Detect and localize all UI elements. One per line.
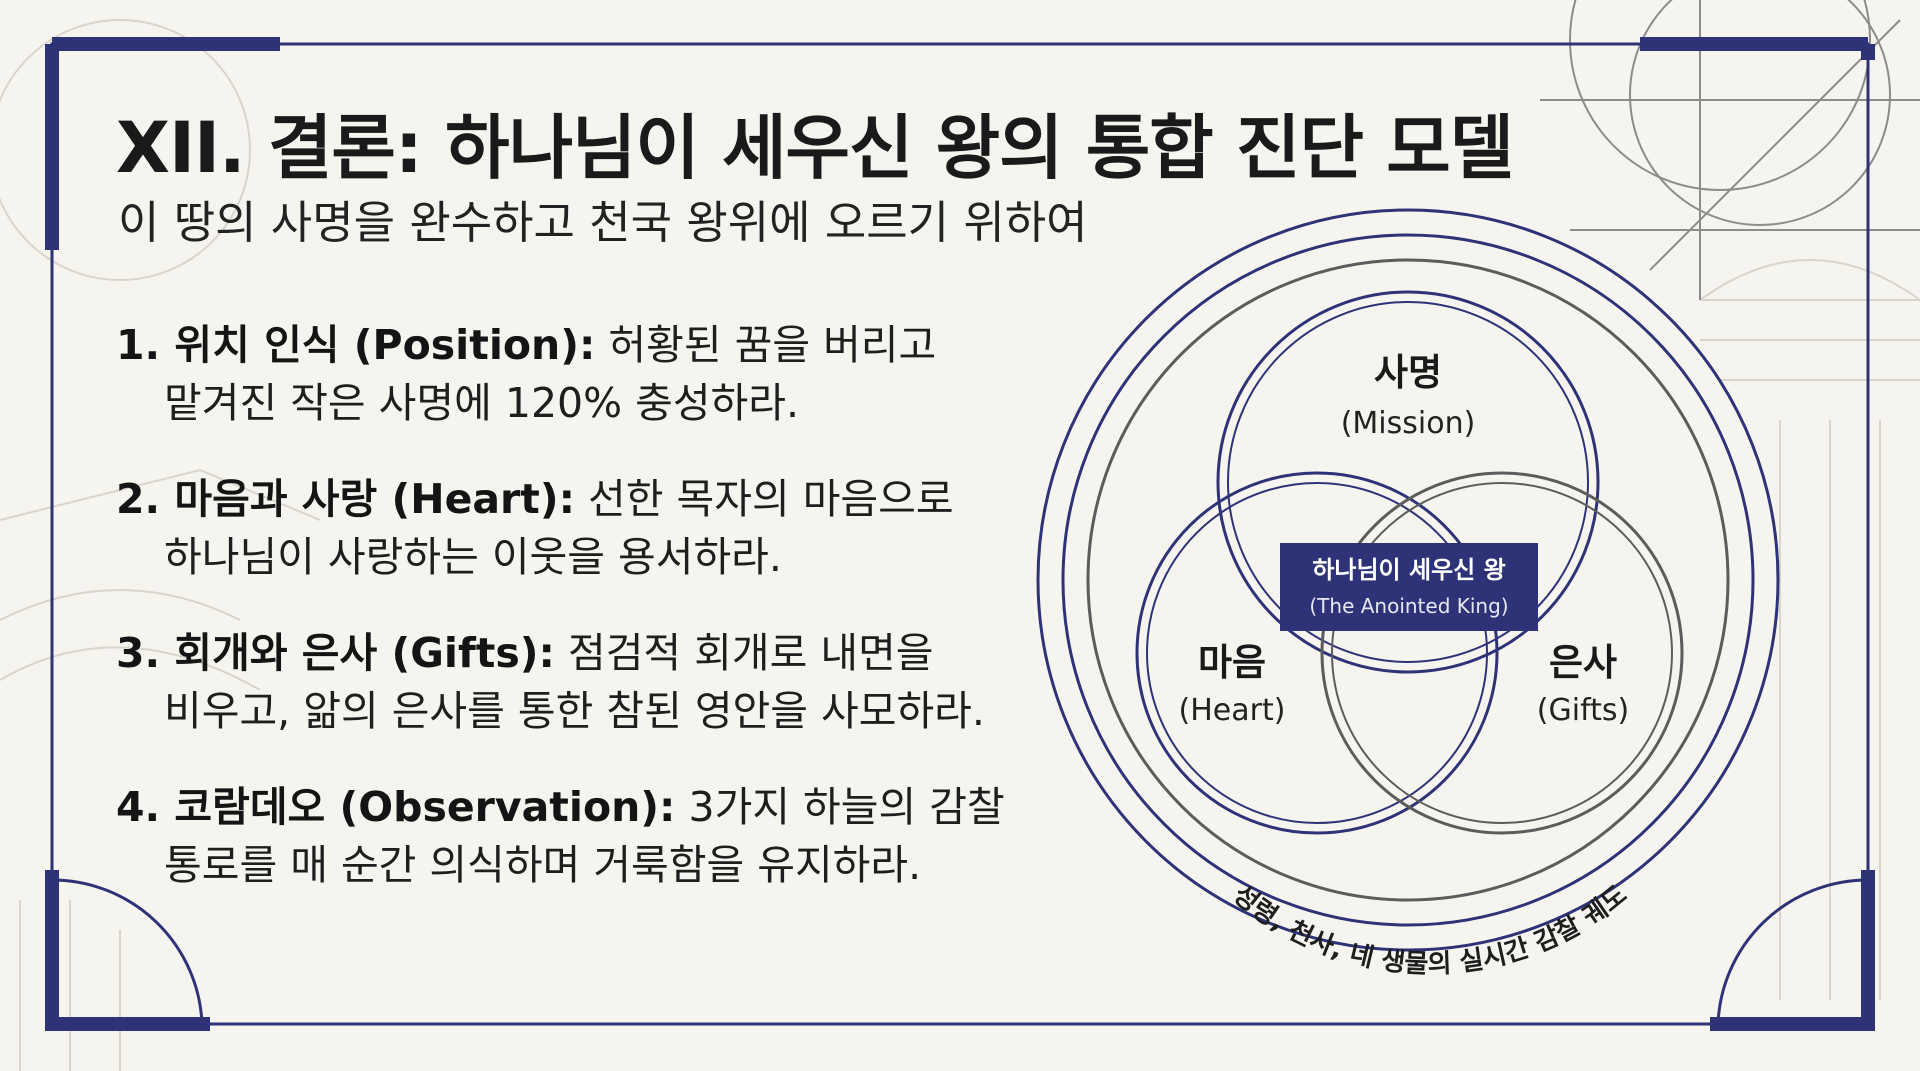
venn-diagram: 사명 (Mission) 마음 (Heart) 은사 (Gifts) 하나님이 … (1036, 208, 1780, 980)
mission-label: 사명 (1374, 351, 1442, 394)
list-item-heading: 3. 회개와 은사 (Gifts): (116, 629, 555, 677)
list-item-text-continued: 맡겨진 작은 사명에 120% 충성하라. (164, 379, 800, 427)
list-item-text: 선한 목자의 마음으로 (575, 475, 954, 523)
list-item-heart: 2. 마음과 사랑 (Heart): 선한 목자의 마음으로 하나님이 사랑하는… (116, 470, 1016, 586)
frame-border (50, 42, 1870, 1026)
list-item-position: 1. 위치 인식 (Position): 허황된 꿈을 버리고 맡겨진 작은 사… (116, 316, 1016, 432)
heart-label: 마음 (1198, 641, 1266, 684)
orbit-caption: 성령, 천사, 네 생물의 실시간 감찰 궤도 (1227, 880, 1633, 980)
page-title: XII. 결론: 하나님이 세우신 왕의 통합 진단 모델 (116, 107, 1514, 189)
list-item-gifts: 3. 회개와 은사 (Gifts): 점검적 회개로 내면을 비우고, 앎의 은… (116, 624, 1016, 740)
background-sketch (0, 19, 1920, 1071)
heart-sublabel: (Heart) (1179, 693, 1286, 728)
list-item-observation: 4. 코람데오 (Observation): 3가지 하늘의 감찰 통로를 매 … (116, 778, 1016, 894)
center-badge (1280, 543, 1538, 631)
list-item-text-continued: 비우고, 앎의 은사를 통한 참된 영안을 사모하라. (164, 687, 985, 735)
center-sublabel: (The Anointed King) (1309, 594, 1508, 618)
list-item-text-continued: 하나님이 사랑하는 이웃을 용서하라. (164, 533, 782, 581)
page-subtitle: 이 땅의 사명을 완수하고 천국 왕위에 오르기 위하여 (118, 196, 1088, 249)
gifts-label: 은사 (1549, 641, 1617, 684)
heart-circle (1135, 471, 1499, 835)
list-item-heading: 1. 위치 인식 (Position): (116, 321, 596, 369)
mission-circle-inner (1227, 301, 1589, 663)
inner-orbit-ring (1061, 233, 1755, 927)
gray-orbit-ring (1086, 258, 1730, 902)
gifts-circle (1320, 471, 1684, 835)
list-item-heading: 4. 코람데오 (Observation): (116, 783, 676, 831)
outer-orbit-ring (1036, 208, 1780, 952)
list-item-text: 허황된 꿈을 버리고 (595, 321, 937, 369)
mission-circle (1216, 290, 1600, 674)
list-item-heading: 2. 마음과 사랑 (Heart): (116, 475, 576, 523)
list-item-text: 점검적 회개로 내면을 (554, 629, 934, 677)
list-item-text: 3가지 하늘의 감찰 (675, 783, 1005, 831)
orbit-caption-text: 성령, 천사, 네 생물의 실시간 감찰 궤도 (1227, 880, 1633, 980)
center-label: 하나님이 세우신 왕 (1312, 556, 1505, 584)
conclusion-list: 1. 위치 인식 (Position): 허황된 꿈을 버리고 맡겨진 작은 사… (116, 316, 1016, 932)
heart-circle-inner (1146, 482, 1488, 824)
list-item-text-continued: 통로를 매 순간 의식하며 거룩함을 유지하라. (164, 841, 922, 889)
gifts-sublabel: (Gifts) (1537, 693, 1629, 728)
mission-sublabel: (Mission) (1341, 406, 1476, 441)
compass-sketch (1540, 0, 1920, 300)
gifts-circle-inner (1331, 482, 1673, 824)
